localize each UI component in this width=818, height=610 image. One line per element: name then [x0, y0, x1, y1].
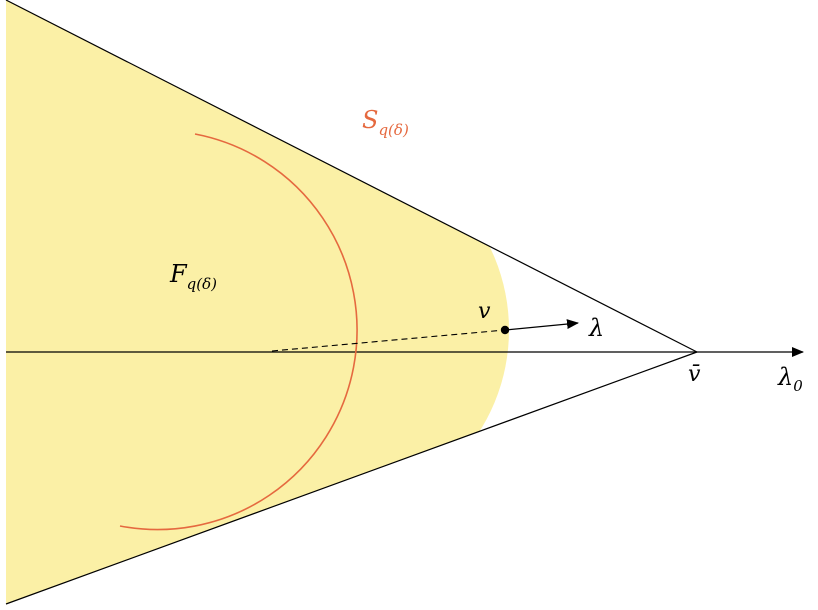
label-sphere-s: Sq(δ)	[362, 106, 409, 139]
label-point-v: v	[478, 299, 491, 324]
label-vertex-vbar: v̄	[688, 362, 701, 387]
vector-lambda	[504, 319, 579, 331]
region-f-fill	[6, 0, 509, 604]
label-vector-lambda: λ	[588, 314, 604, 342]
label-region-f: Fq(δ)	[169, 260, 217, 293]
point-v	[500, 325, 510, 335]
cone-upper-edge	[5, 0, 698, 353]
sphere-arc	[119, 133, 358, 531]
label-axis-lambda0: λ0	[777, 363, 803, 395]
cone-lower-edge	[5, 351, 698, 605]
dashed-radius	[271, 329, 506, 352]
